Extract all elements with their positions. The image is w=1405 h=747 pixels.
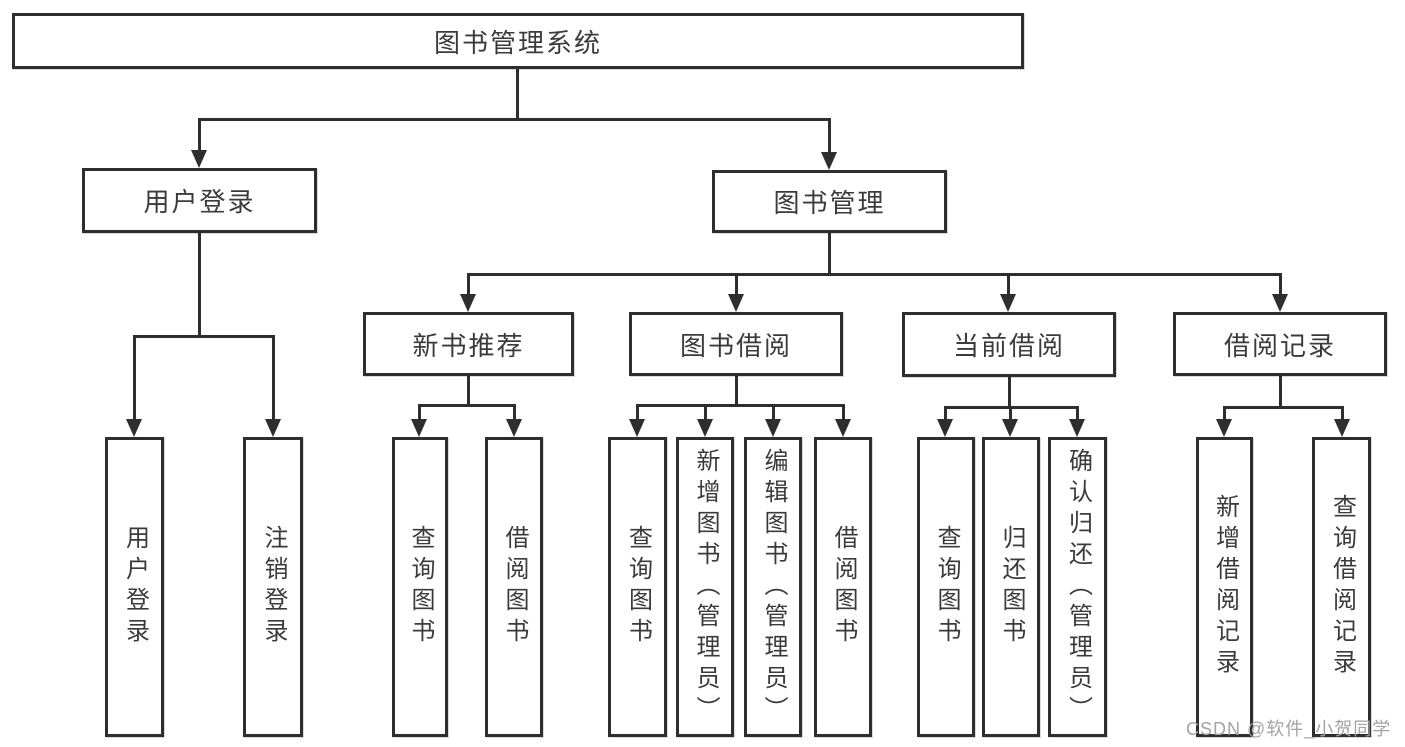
node-new-book-recommend: 新书推荐 bbox=[363, 312, 574, 376]
arrow-down-icon bbox=[265, 419, 281, 437]
arrow-down-icon bbox=[411, 419, 427, 437]
connector-line bbox=[735, 273, 738, 295]
connector-line bbox=[467, 273, 470, 295]
node-book-management: 图书管理 bbox=[712, 170, 947, 233]
node-borrow-records-label: 借阅记录 bbox=[1223, 330, 1336, 361]
leaf-borrow-query-books: 查询图书 bbox=[608, 437, 667, 737]
node-root-label: 图书管理系统 bbox=[433, 27, 602, 58]
connector-line bbox=[1341, 406, 1344, 420]
leaf-logout-label: 注销登录 bbox=[260, 525, 287, 649]
connector-line bbox=[1009, 406, 1012, 420]
leaf-borrow-edit-books: 编辑图书（管理员） bbox=[744, 437, 802, 737]
leaf-records-add-record: 新增借阅记录 bbox=[1196, 437, 1253, 737]
node-new-book-recommend-label: 新书推荐 bbox=[412, 330, 525, 361]
connector-line bbox=[198, 233, 201, 338]
leaf-records-add-record-label: 新增借阅记录 bbox=[1211, 494, 1239, 680]
connector-line bbox=[842, 404, 845, 420]
arrow-down-icon bbox=[1216, 419, 1232, 437]
arrow-down-icon bbox=[765, 419, 781, 437]
leaf-borrow-borrow-books-label: 借阅图书 bbox=[830, 525, 857, 649]
leaf-current-query-books-label: 查询图书 bbox=[933, 525, 960, 649]
arrow-down-icon bbox=[728, 294, 744, 312]
connector-line bbox=[1223, 406, 1344, 409]
connector-line bbox=[828, 118, 831, 153]
node-user-login-label: 用户登录 bbox=[143, 187, 256, 217]
connector-line bbox=[636, 404, 845, 407]
leaf-user-login: 用户登录 bbox=[105, 437, 164, 737]
arrow-down-icon bbox=[1069, 419, 1085, 437]
arrow-down-icon bbox=[506, 419, 522, 437]
leaf-recommend-borrow-books: 借阅图书 bbox=[485, 437, 543, 737]
arrow-down-icon bbox=[1272, 294, 1288, 312]
connector-line bbox=[1008, 377, 1011, 409]
connector-line bbox=[735, 376, 738, 407]
arrow-down-icon bbox=[191, 150, 207, 168]
leaf-recommend-query-books: 查询图书 bbox=[392, 437, 448, 737]
connector-line bbox=[516, 69, 519, 121]
connector-line bbox=[467, 273, 1282, 276]
connector-line bbox=[636, 404, 639, 420]
connector-line bbox=[272, 335, 275, 420]
node-current-borrow-label: 当前借阅 bbox=[952, 331, 1065, 361]
node-user-login: 用户登录 bbox=[82, 168, 317, 233]
arrow-down-icon bbox=[1000, 294, 1016, 312]
connector-line bbox=[198, 118, 201, 151]
node-borrow-records: 借阅记录 bbox=[1173, 312, 1387, 376]
leaf-borrow-edit-books-label: 编辑图书（管理员） bbox=[760, 447, 787, 727]
arrow-down-icon bbox=[1002, 419, 1018, 437]
arrow-down-icon bbox=[697, 419, 713, 437]
arrow-down-icon bbox=[126, 419, 142, 437]
node-book-management-label: 图书管理 bbox=[773, 188, 886, 218]
node-book-borrow-label: 图书借阅 bbox=[679, 330, 792, 361]
connector-line bbox=[1007, 273, 1010, 295]
leaf-current-confirm-return-label: 确认归还（管理员） bbox=[1064, 447, 1092, 727]
leaf-current-return-books: 归还图书 bbox=[982, 437, 1040, 737]
csdn-watermark: CSDN @软件_小贺同学 bbox=[1186, 719, 1392, 739]
connector-line bbox=[418, 404, 516, 407]
leaf-user-login-label: 用户登录 bbox=[121, 525, 149, 649]
connector-line bbox=[1279, 376, 1282, 409]
leaf-recommend-borrow-books-label: 借阅图书 bbox=[501, 525, 528, 649]
node-root: 图书管理系统 bbox=[12, 13, 1024, 69]
leaf-records-query-record-label: 查询借阅记录 bbox=[1328, 494, 1356, 680]
leaf-borrow-query-books-label: 查询图书 bbox=[624, 525, 652, 649]
connector-line bbox=[133, 335, 136, 420]
leaf-borrow-add-books-label: 新增图书（管理员） bbox=[692, 447, 719, 727]
connector-line bbox=[467, 376, 470, 407]
arrow-down-icon bbox=[835, 419, 851, 437]
leaf-records-query-record: 查询借阅记录 bbox=[1312, 437, 1371, 737]
connector-line bbox=[944, 406, 947, 420]
connector-line bbox=[133, 335, 275, 338]
leaf-borrow-add-books: 新增图书（管理员） bbox=[676, 437, 734, 737]
connector-line bbox=[704, 404, 707, 420]
connector-line bbox=[1223, 406, 1226, 420]
connector-line bbox=[198, 118, 831, 121]
connector-line bbox=[418, 404, 421, 420]
node-book-borrow: 图书借阅 bbox=[629, 312, 843, 376]
leaf-current-return-books-label: 归还图书 bbox=[998, 525, 1025, 649]
leaf-current-query-books: 查询图书 bbox=[917, 437, 975, 737]
arrow-down-icon bbox=[937, 419, 953, 437]
leaf-logout: 注销登录 bbox=[243, 437, 303, 737]
connector-line bbox=[772, 404, 775, 420]
arrow-down-icon bbox=[460, 294, 476, 312]
connector-line bbox=[828, 233, 831, 276]
leaf-current-confirm-return: 确认归还（管理员） bbox=[1048, 437, 1107, 737]
connector-line bbox=[513, 404, 516, 420]
arrow-down-icon bbox=[1334, 419, 1350, 437]
connector-line bbox=[1076, 406, 1079, 420]
leaf-recommend-query-books-label: 查询图书 bbox=[407, 525, 434, 649]
arrow-down-icon bbox=[629, 419, 645, 437]
connector-line bbox=[1279, 273, 1282, 295]
node-current-borrow: 当前借阅 bbox=[902, 312, 1116, 377]
leaf-borrow-borrow-books: 借阅图书 bbox=[814, 437, 872, 737]
arrow-down-icon bbox=[821, 152, 837, 170]
